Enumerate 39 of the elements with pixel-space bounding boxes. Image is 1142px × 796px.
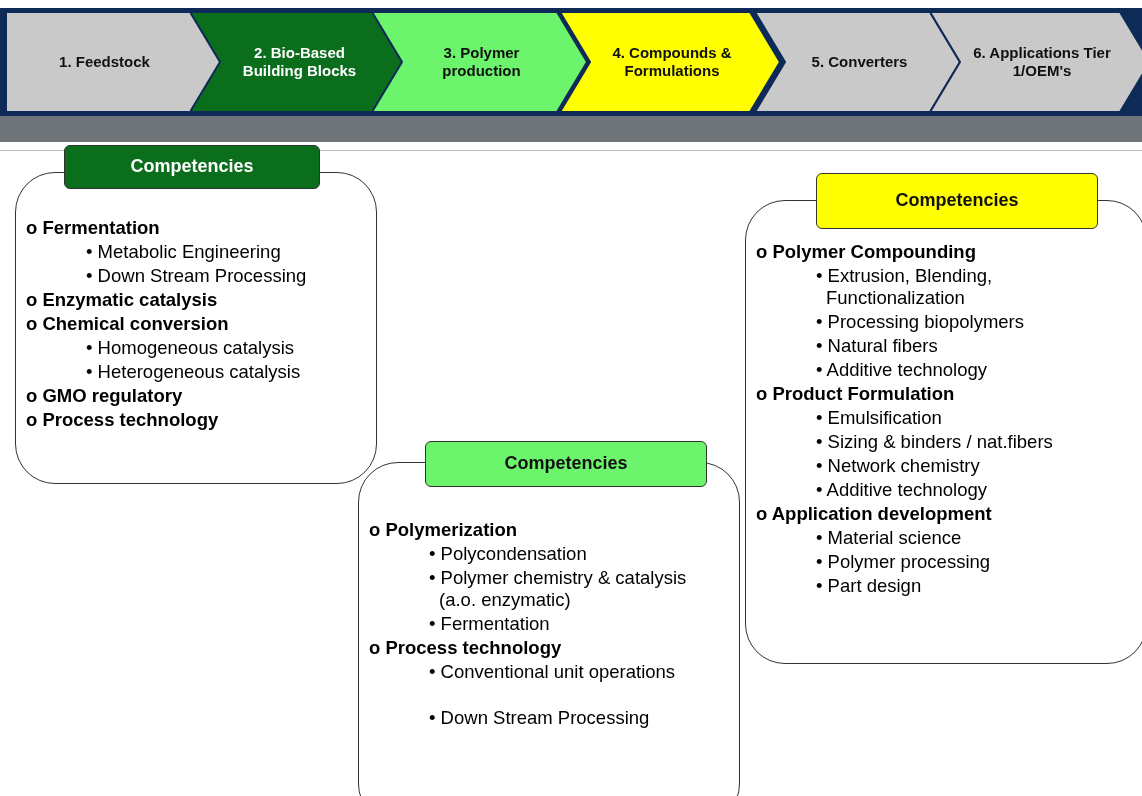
- sub-list-item: • Additive technology: [816, 359, 988, 381]
- sub-list-item: • Processing biopolymers: [816, 311, 1024, 333]
- step-label: 3. Polymer production: [441, 44, 522, 80]
- sub-list-item: • Emulsification: [816, 407, 942, 429]
- step-label: 5. Converters: [810, 53, 909, 71]
- list-item: o Application development: [756, 503, 992, 525]
- sub-list-item: • Down Stream Processing: [429, 707, 650, 729]
- list-item: o GMO regulatory: [26, 385, 183, 407]
- sub-list-item: • Part design: [816, 575, 922, 597]
- sub-list-item: • Polymer chemistry & catalysis (a.o. enzymatic): [429, 567, 688, 611]
- sub-list-item: • Heterogeneous catalysis: [86, 361, 301, 383]
- sub-list-item: • Metabolic Engineering: [86, 241, 281, 263]
- list-item: o Polymerization: [369, 519, 518, 541]
- list-item: o Chemical conversion: [26, 313, 229, 335]
- list-item: o Process technology: [369, 637, 562, 659]
- step-label: 4. Compounds & Formulations: [611, 44, 733, 80]
- heading-tab: Competencies: [64, 145, 320, 189]
- list-item: o Product Formulation: [756, 383, 955, 405]
- sub-list-item: • Polycondensation: [429, 543, 587, 565]
- step-label: 6. Applications Tier 1/OEM's: [972, 44, 1112, 80]
- heading-tab: Competencies: [425, 441, 707, 487]
- list-item: o Fermentation: [26, 217, 160, 239]
- sub-list-item: • Sizing & binders / nat.fibers: [816, 431, 1053, 453]
- sub-list-item: • Polymer processing: [816, 551, 991, 573]
- step-label: 2. Bio-Based Building Blocks: [241, 44, 358, 80]
- sub-list-item: • Network chemistry: [816, 455, 980, 477]
- list-item: o Enzymatic catalysis: [26, 289, 218, 311]
- sub-list-item: • Natural fibers: [816, 335, 938, 357]
- sub-list-item: • Extrusion, Blending, Functionalization: [816, 265, 994, 309]
- sub-list-item: • Down Stream Processing: [86, 265, 307, 287]
- sub-list-item: • Fermentation: [429, 613, 550, 635]
- sub-list-item: • Conventional unit operations: [429, 661, 677, 683]
- step-label: 1. Feedstock: [58, 53, 151, 71]
- list-item: o Polymer Compounding: [756, 241, 976, 263]
- sub-list-item: • Material science: [816, 527, 962, 549]
- sub-list-item: • Homogeneous catalysis: [86, 337, 295, 359]
- sub-list-item: • Additive technology: [816, 479, 988, 501]
- heading-tab: Competencies: [816, 173, 1098, 229]
- list-item: o Process technology: [26, 409, 219, 431]
